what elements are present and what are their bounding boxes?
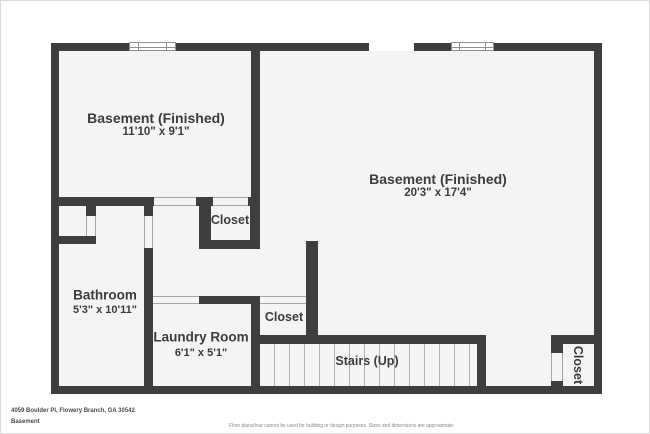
footer-address: 4059 Boulder Pl, Flowery Branch, GA 3054…: [11, 408, 135, 414]
room-label-closet-middle: Closet: [210, 213, 250, 227]
door-opening-bathroom: [144, 216, 153, 248]
room-label-basement-left: Basement (Finished): [87, 110, 225, 126]
stair-treads-icon: [260, 344, 477, 386]
closet-middle-wall-left: [199, 206, 211, 249]
closet-right-stub-bottom: [551, 381, 563, 388]
alcove-wall-bottom: [51, 236, 96, 244]
window-cap: [166, 43, 167, 50]
room-label-closet-bottom: Closet: [264, 310, 304, 324]
door-opening-closet-middle: [213, 197, 248, 206]
window-cap: [459, 43, 460, 50]
room-dims-laundry: 6'1" x 5'1": [174, 347, 228, 359]
footer-disclaimer: Floor plans/tour cannot be used for buil…: [229, 423, 455, 429]
interior-wall: [51, 197, 154, 206]
interior-wall: [196, 197, 213, 206]
door-opening-hall: [154, 197, 196, 206]
room-label-stairs: Stairs (Up): [335, 354, 399, 368]
window-icon: [129, 42, 176, 51]
window-glass-line: [130, 46, 175, 48]
bathroom-wall-stub: [144, 197, 153, 216]
outer-wall-left: [51, 43, 59, 394]
footer-level-label: Basement: [11, 419, 40, 425]
room-label-bathroom: Bathroom: [73, 287, 137, 303]
bathroom-wall-lower: [144, 248, 153, 394]
door-opening-closet-right: [551, 353, 563, 381]
room-dims-bathroom: 5'3" x 10'11": [73, 304, 137, 316]
interior-wall: [199, 296, 260, 304]
wall-opening: [369, 43, 414, 51]
room-label-basement-right: Basement (Finished): [369, 171, 507, 187]
room-label-closet-right: Closet: [571, 345, 585, 385]
interior-wall: [248, 197, 260, 206]
door-opening-alcove: [86, 216, 96, 236]
stairs-wall-top: [256, 335, 486, 344]
closet-middle-wall-right: [250, 206, 260, 249]
window-glass-line: [452, 46, 493, 48]
room-label-laundry: Laundry Room: [153, 329, 249, 345]
room-dims-basement-left: 11'10" x 9'1": [122, 126, 190, 138]
laundry-wall-right: [251, 296, 260, 391]
stairs-wall-right: [477, 335, 486, 390]
closet-middle-wall-bottom: [199, 240, 260, 249]
alcove-wall-stub: [86, 197, 96, 216]
outer-wall-top: [51, 43, 602, 51]
outer-wall-bottom: [51, 386, 602, 394]
room-dims-basement-right: 20'3" x 17'4": [404, 187, 472, 199]
closet-right-stub-top: [551, 344, 563, 353]
door-opening-laundry: [153, 296, 199, 304]
divider-wall: [251, 51, 260, 198]
door-opening-closet-bottom: [260, 296, 306, 304]
stairwell-side-wall: [306, 241, 318, 344]
window-cap: [485, 43, 486, 50]
window-icon: [451, 42, 494, 51]
closet-right-wall-top: [551, 335, 602, 344]
outer-wall-right: [594, 43, 602, 394]
window-cap: [138, 43, 139, 50]
